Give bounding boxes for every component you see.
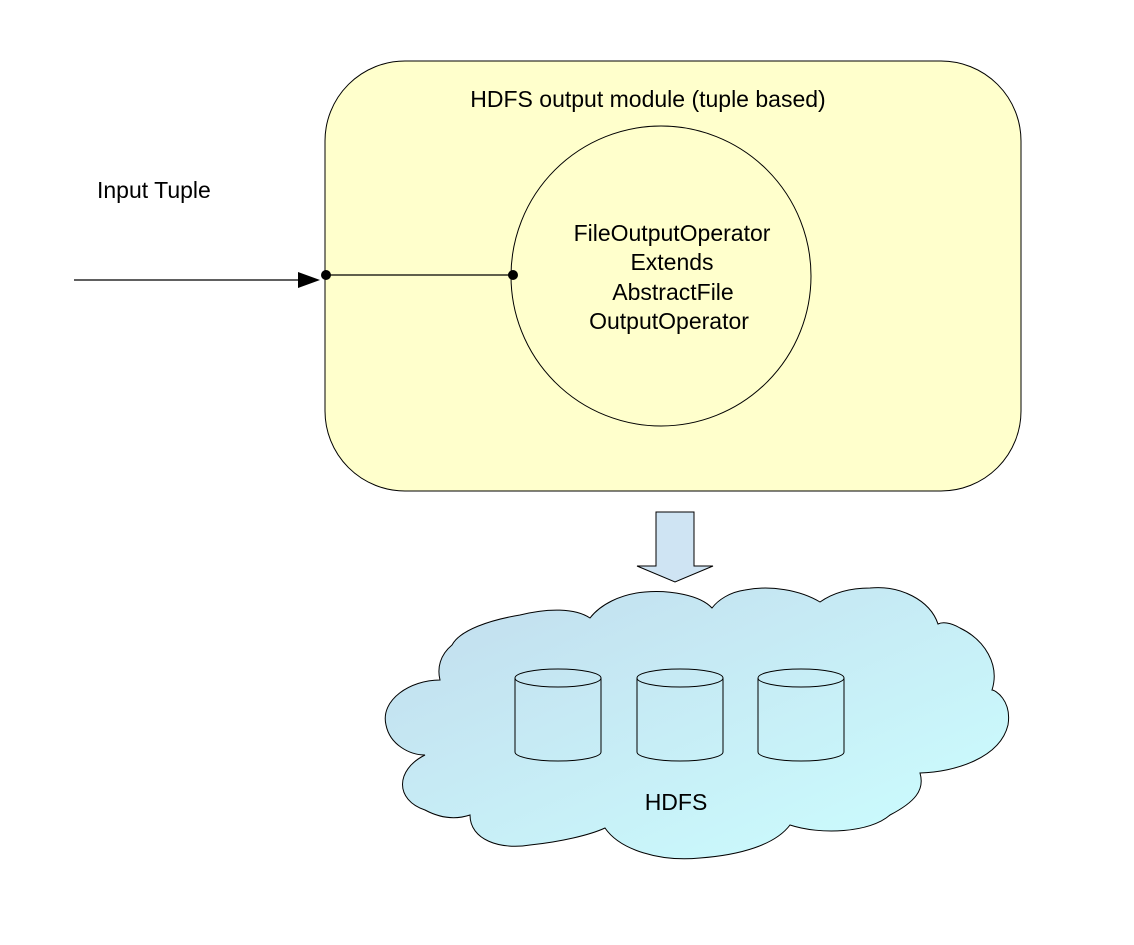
operator-line-1: FileOutputOperator [574, 220, 771, 246]
operator-line-3: AbstractFile [612, 279, 733, 305]
operator-circle [510, 125, 812, 427]
hdfs-label: HDFS [645, 789, 708, 815]
input-arrowhead [298, 272, 320, 288]
hdfs-cloud [384, 587, 1010, 860]
module-title: HDFS output module (tuple based) [470, 86, 825, 112]
operator-port [508, 270, 518, 280]
operator-line-4: OutputOperator [589, 308, 749, 334]
input-tuple-label: Input Tuple [97, 177, 211, 203]
operator-line-2: Extends [630, 249, 713, 275]
hdfs-storage-cylinder [514, 668, 602, 762]
hdfs-storage-cylinder [636, 668, 724, 762]
down-block-arrow [636, 511, 714, 583]
hdfs-storage-cylinder [757, 668, 845, 762]
